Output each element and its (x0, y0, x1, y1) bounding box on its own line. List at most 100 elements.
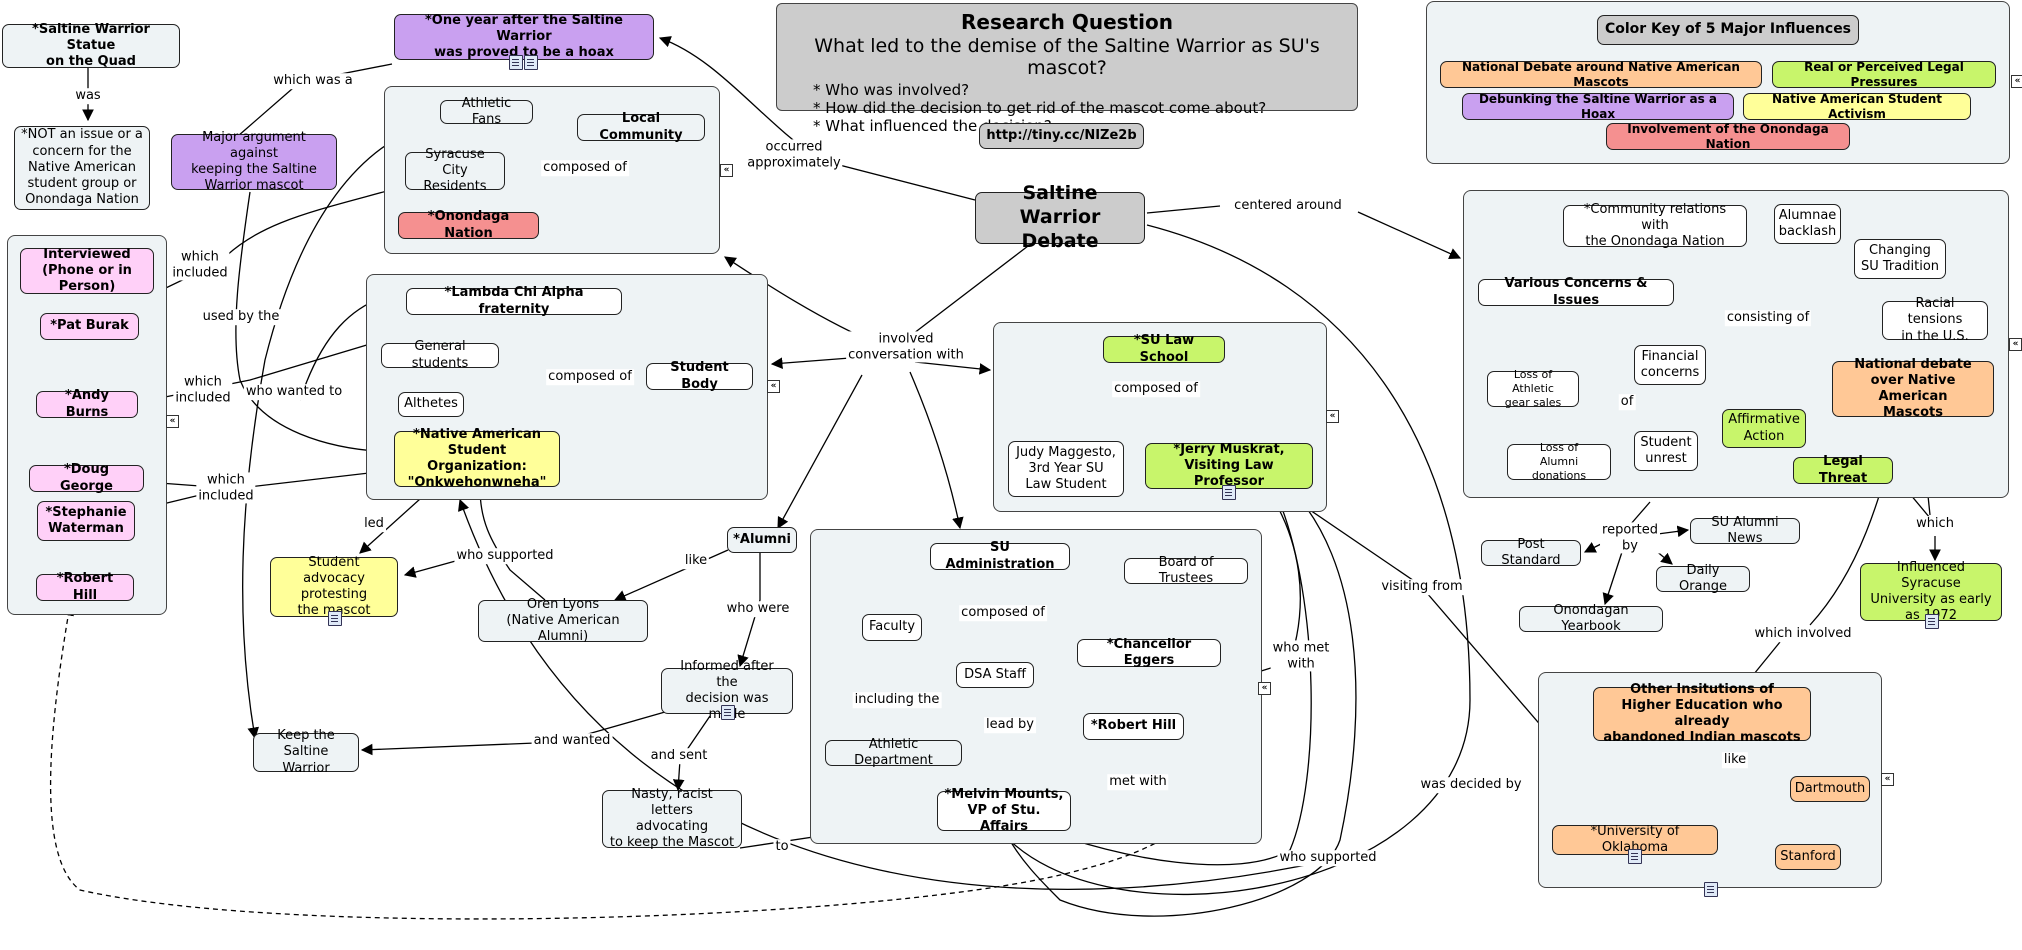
link-label: was decided by (1418, 777, 1524, 793)
node-athletes: Althetes (398, 392, 464, 417)
link-label: which included (173, 374, 233, 406)
expand-icon[interactable]: « (2011, 75, 2022, 88)
node-alumni: *Alumni (727, 527, 797, 553)
link-label: and wanted (531, 733, 613, 749)
link-centered-panel (1357, 211, 1462, 260)
node-changing-tradition: Changing SU Tradition (1854, 239, 1946, 279)
link-panel-reported (1629, 501, 1651, 526)
document-icon[interactable] (1628, 849, 1642, 864)
link-label: who wanted to (243, 384, 345, 400)
expand-icon[interactable]: « (720, 164, 733, 177)
node-board-trustees: Board of Trustees (1124, 555, 1248, 586)
key-onondaga: Involvement of the Onondaga Nation (1606, 122, 1850, 151)
image-icon[interactable] (509, 55, 523, 70)
link-label: which included (170, 249, 230, 281)
node-alumni-news: SU Alumni News (1690, 515, 1800, 546)
node-general-students: General students (381, 339, 499, 371)
link-label: composed of (541, 160, 629, 176)
link-label: lead by (984, 717, 1036, 733)
link-central-involved (904, 245, 1029, 341)
url-link[interactable]: http://tiny.cc/NIZe2b (979, 123, 1144, 149)
node-student-advocacy: Student advocacy protesting the mascot (270, 555, 398, 618)
link-label: composed of (546, 369, 634, 385)
interviewed-panel (7, 235, 167, 615)
research-question-box: Research Question What led to the demise… (776, 3, 1358, 135)
link-oren-support (474, 486, 546, 601)
central-node: Saltine Warrior Debate (975, 182, 1145, 252)
node-athletic-fans: Athletic Fans (440, 96, 533, 127)
link-label: of (1618, 394, 1636, 410)
node-national-debate: National debate over Native American Mas… (1832, 357, 1994, 420)
node-financial-concerns: Financial concerns (1634, 345, 1706, 385)
sub-question: Who was involved? (813, 81, 1349, 99)
node-melvin-mounts: *Melvin Mounts, VP of Stu. Affairs (937, 787, 1071, 834)
node-naso: *Native American Student Organization: "… (394, 427, 560, 490)
link-involved-admin (909, 371, 964, 530)
link-label: occurred approximately (745, 139, 843, 171)
expand-icon[interactable]: « (1881, 773, 1894, 786)
link-involved-alumni (777, 374, 863, 530)
node-student-body: Student Body (646, 360, 753, 392)
link-jerry-met2 (1038, 497, 1312, 866)
link-label: to (773, 839, 791, 855)
node-chancellor-eggers: *Chancellor Eggers (1077, 637, 1221, 668)
key-activism: Native American Student Activism (1743, 92, 1971, 121)
document-icon[interactable] (1925, 614, 1939, 629)
document-icon[interactable] (1704, 882, 1718, 897)
node-syracuse-residents: Syracuse City Residents (405, 147, 505, 194)
node-athletic-dept: Athletic Department (825, 737, 962, 768)
document-icon[interactable] (524, 55, 538, 70)
node-robert-hill-left: *Robert Hill (36, 571, 134, 603)
link-label: composed of (1112, 381, 1200, 397)
link-label: who supported (454, 548, 556, 564)
link-label: including the (852, 692, 942, 708)
expand-icon[interactable]: « (166, 415, 179, 428)
node-local-community: Local Community (577, 111, 705, 143)
interviewed-text: Interviewed (Phone or in Person) (42, 246, 132, 295)
research-question-text: What led to the demise of the Saltine Wa… (814, 35, 1320, 79)
link-major-naso (235, 191, 394, 458)
document-icon[interactable] (1222, 485, 1236, 500)
node-other-institutions: Other Insitutions of Higher Education wh… (1593, 682, 1811, 745)
node-interviewed: Interviewed (Phone or in Person) (20, 246, 154, 295)
research-question-title: Research Question (961, 10, 1173, 34)
link-label: like (682, 553, 710, 569)
document-icon[interactable] (328, 611, 342, 626)
link-label: which was a (271, 73, 355, 89)
node-influenced: Influenced Syracuse University as early … (1860, 560, 2002, 623)
node-affirmative-action: Affirmative Action (1722, 409, 1806, 448)
link-label: like (1721, 752, 1749, 768)
link-naso-led (359, 489, 431, 554)
node-dsa-staff: DSA Staff (956, 662, 1034, 688)
link-label: and sent (648, 748, 710, 764)
node-andy-burns: *Andy Burns (36, 388, 138, 420)
expand-icon[interactable]: « (2009, 338, 2022, 351)
link-label: reported by (1600, 522, 1660, 554)
node-stephanie-waterman: *Stephanie Waterman (37, 501, 135, 541)
node-jerry-muskrat: *Jerry Muskrat, Visiting Law Professor (1145, 442, 1313, 489)
node-legal-threat: Legal Threat (1793, 454, 1893, 486)
link-label: who supported (1277, 850, 1379, 866)
key-hoax: Debunking the Saltine Warrior as a Hoax (1462, 92, 1734, 121)
link-central-centered (1146, 205, 1221, 214)
link-involved-law (914, 361, 992, 375)
link-fans-keep (242, 120, 441, 740)
node-su-admin: SU Administration (930, 540, 1070, 572)
link-label: which included (196, 472, 256, 504)
node-alumnae-backlash: Alumnae backlash (1774, 204, 1841, 244)
node-not-issue: *NOT an issue or a concern for the Nativ… (14, 126, 150, 210)
node-community-relations: *Community relations with the Onondaga N… (1563, 202, 1747, 249)
key-legal: Real or Perceived Legal Pressures (1772, 60, 1996, 89)
link-label: met with (1107, 774, 1169, 790)
sub-question: How did the decision to get rid of the m… (813, 99, 1349, 117)
node-keep-saltine: Keep the Saltine Warrior (253, 728, 359, 776)
node-yearbook: Onondagan Yearbook (1519, 603, 1663, 634)
link-label: was (73, 88, 103, 104)
expand-icon[interactable]: « (767, 380, 780, 393)
expand-icon[interactable]: « (1258, 682, 1271, 695)
node-post-standard: Post Standard (1481, 537, 1581, 568)
document-icon[interactable] (721, 705, 735, 720)
link-label: involved conversation with (846, 331, 966, 363)
link-alumni-like (613, 549, 729, 602)
expand-icon[interactable]: « (1326, 410, 1339, 423)
